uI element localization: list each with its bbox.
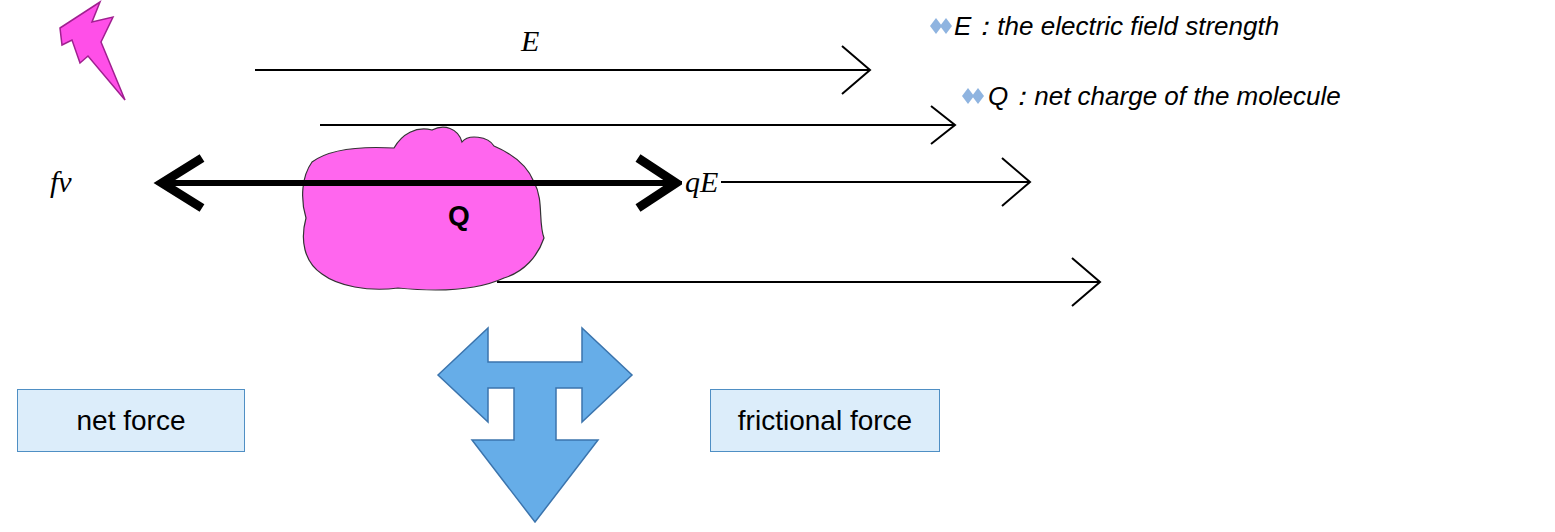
box-label: frictional force xyxy=(738,405,912,437)
concept-box: net force xyxy=(17,389,245,452)
lightning-bolt xyxy=(60,2,125,100)
molecule-blob: Q xyxy=(298,122,546,294)
blob-outline xyxy=(298,122,546,294)
field-symbol: E xyxy=(521,24,539,58)
force-label: qE xyxy=(682,165,721,199)
field-lines xyxy=(255,46,1100,306)
charge-symbol: Q xyxy=(448,200,470,232)
equivalence-arrow xyxy=(438,328,632,522)
legend-note: E：the electric field strength xyxy=(954,9,1279,44)
concept-box: frictional force xyxy=(710,389,940,452)
box-label: net force xyxy=(77,405,186,437)
force-label: fv xyxy=(50,165,72,199)
legend-note: Q：net charge of the molecule xyxy=(988,79,1341,114)
